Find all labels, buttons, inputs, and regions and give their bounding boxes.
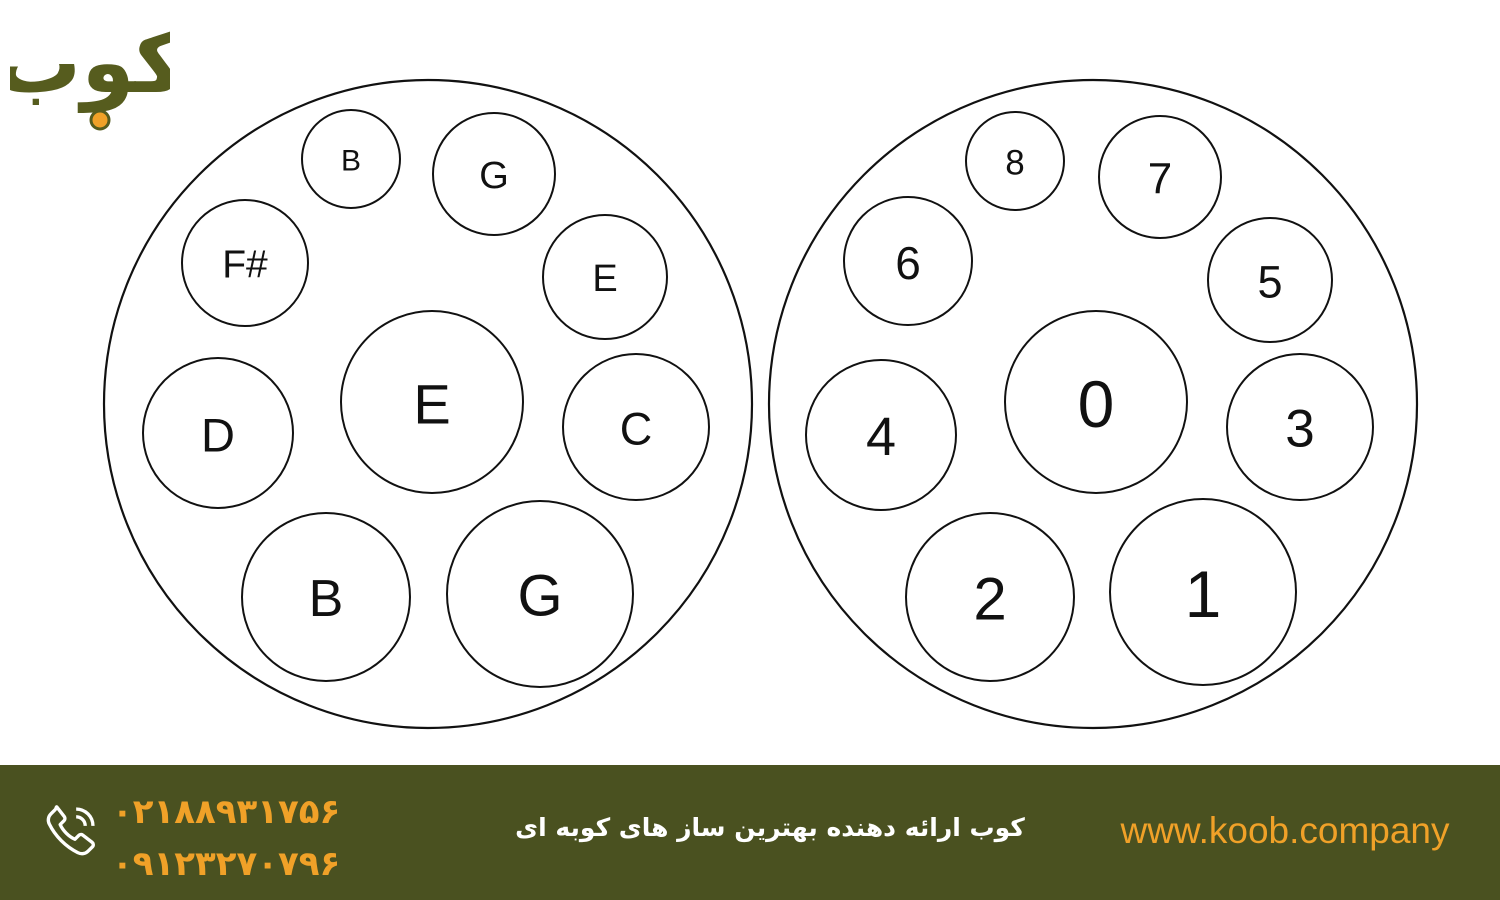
number-pad: [805, 359, 957, 511]
note-label: B: [341, 145, 361, 178]
number-pad: [1098, 115, 1222, 239]
note-pad: [562, 353, 710, 501]
number-pad: [965, 111, 1065, 211]
number-pad: [843, 196, 973, 326]
number-label: 6: [895, 237, 921, 289]
koob-logo-icon: کوب: [0, 13, 186, 131]
number-label: 4: [866, 407, 896, 467]
note-label: D: [201, 409, 235, 462]
note-label: E: [413, 373, 450, 436]
right-drum-numbers: 0 1 2 4 3 6 5 7 8: [767, 78, 1419, 730]
number-pad: [1004, 310, 1188, 494]
number-pad: [1109, 498, 1297, 686]
number-pad: [905, 512, 1075, 682]
note-pad: [446, 500, 634, 688]
koob-logo: کوب: [0, 10, 186, 135]
number-pad: [1226, 353, 1374, 501]
note-pad: [181, 199, 309, 327]
number-label: 5: [1257, 257, 1282, 308]
number-pad: [1207, 217, 1333, 343]
number-label: 0: [1078, 367, 1115, 441]
note-label: F#: [222, 244, 268, 287]
logo-dot: [89, 109, 111, 131]
note-label: B: [309, 570, 344, 628]
number-label: 8: [1005, 144, 1024, 183]
number-label: 2: [973, 566, 1006, 633]
note-pad: [241, 512, 411, 682]
phone-mobile[interactable]: ۰۹۱۲۳۲۷۰۷۹۶: [112, 844, 341, 884]
note-label: G: [517, 564, 562, 629]
note-label: G: [479, 155, 509, 197]
left-drum-notes: E G B D C F# E G B: [102, 78, 754, 730]
logo-text: کوب: [10, 13, 170, 113]
number-label: 7: [1148, 155, 1172, 204]
note-pad: [542, 214, 668, 340]
note-pad: [340, 310, 524, 494]
footer-tagline: کوب ارائه دهنده بهترین ساز های کوبه ای: [515, 813, 1025, 842]
footer-bar: [0, 765, 1500, 900]
note-pad: [432, 112, 556, 236]
note-label: C: [620, 404, 653, 455]
handpan-note-diagram: E G B D C F# E G B 0 1 2 4 3 6 5 7 8: [102, 78, 1419, 730]
phone-numbers: ۰۲۱۸۸۹۳۱۷۵۶ ۰۹۱۲۳۲۷۰۷۹۶: [112, 786, 392, 890]
website-link[interactable]: www.koob.company: [1120, 810, 1450, 851]
phone-icon: [40, 800, 102, 862]
number-label: 1: [1185, 557, 1222, 631]
phone-landline[interactable]: ۰۲۱۸۸۹۳۱۷۵۶: [112, 792, 341, 832]
note-pad: [142, 357, 294, 509]
number-label: 3: [1285, 400, 1314, 459]
note-pad: [301, 109, 401, 209]
note-label: E: [592, 258, 617, 300]
